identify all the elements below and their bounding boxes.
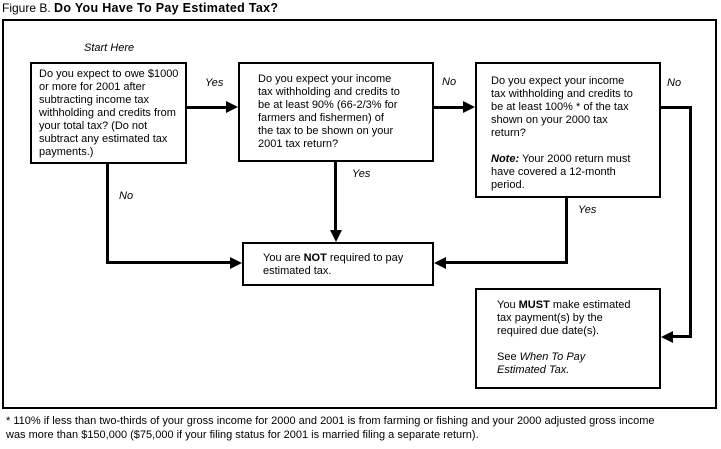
figure-title: Figure B. Do You Have To Pay Estimated T…: [2, 1, 278, 15]
q3-yes-line-vertical: [565, 198, 568, 264]
flowchart-border: [2, 19, 717, 409]
figure-title-prefix: Figure B.: [2, 1, 51, 15]
see-reference-pre: See: [497, 351, 520, 363]
see-reference-paragraph: See When To Pay Estimated Tax.: [497, 351, 655, 377]
footnote: * 110% if less than two-thirds of your g…: [6, 415, 655, 441]
q3-no-line-into-must: [672, 335, 692, 338]
q2-no-arrow-right-icon: [463, 101, 475, 113]
figure-title-main: Do You Have To Pay Estimated Tax?: [54, 1, 279, 15]
q1-yes-line: [187, 106, 228, 109]
q1-no-label: No: [119, 190, 134, 202]
q2-no-line: [434, 106, 464, 109]
question-owe-1000-box: Do you expect to owe $1000 or more for 2…: [30, 62, 187, 164]
question-100-percent-box: Do you expect your income tax withholdin…: [475, 62, 661, 198]
q2-yes-label: Yes: [352, 168, 371, 180]
must-pay-line3: required due date(s).: [497, 325, 600, 337]
note-text: Your 2000 return must have covered a 12-…: [491, 153, 631, 191]
q2-yes-arrow-down-icon: [330, 230, 342, 242]
not-required-pre: You are: [263, 252, 304, 264]
q3-yes-arrow-left-icon: [434, 257, 446, 269]
must-pay-pre: You: [497, 299, 519, 311]
note-paragraph: Note: Your 2000 return must have covered…: [491, 153, 653, 192]
not-required-emphasis: NOT: [303, 252, 327, 264]
q3-yes-line-horizontal: [445, 261, 567, 264]
q2-no-label: No: [442, 76, 457, 88]
question-100-percent-lines: Do you expect your income tax withholdin…: [491, 75, 633, 139]
not-required-line2: estimated tax.: [263, 265, 332, 277]
q3-no-label: No: [667, 77, 682, 89]
q2-yes-line-vertical: [334, 162, 337, 231]
question-100-percent-text: Do you expect your income tax withholdin…: [491, 75, 653, 140]
must-pay-line2: tax payment(s) by the: [497, 312, 603, 324]
q1-yes-arrow-right-icon: [226, 101, 238, 113]
see-reference-title-line2: Estimated Tax.: [497, 364, 570, 376]
see-reference-title-line1: When To Pay: [519, 351, 586, 363]
must-pay-post: make estimated: [549, 299, 631, 311]
start-here-label: Start Here: [84, 42, 135, 54]
must-pay-paragraph: You MUST make estimated tax payment(s) b…: [497, 299, 655, 338]
result-not-required-box: You are NOT required to pay estimated ta…: [242, 242, 434, 286]
q3-no-arrow-left-icon: [661, 331, 673, 343]
result-must-pay-box: You MUST make estimated tax payment(s) b…: [475, 288, 661, 389]
q3-no-line-horizontal: [661, 106, 692, 109]
q1-no-line-vertical: [106, 164, 109, 264]
question-owe-1000-text: Do you expect to owe $1000 or more for 2…: [39, 68, 179, 158]
q3-no-line-vertical: [689, 106, 692, 338]
question-90-percent-box: Do you expect your income tax withholdin…: [238, 62, 434, 162]
not-required-post: required to pay: [326, 252, 404, 264]
must-pay-emphasis: MUST: [518, 299, 550, 311]
q3-yes-label: Yes: [578, 204, 597, 216]
note-label: Note:: [491, 153, 520, 165]
question-90-percent-text: Do you expect your income tax withholdin…: [258, 73, 400, 150]
q1-no-arrow-right-icon: [230, 257, 242, 269]
q1-no-line-horizontal: [106, 261, 231, 264]
q1-yes-label: Yes: [205, 77, 224, 89]
